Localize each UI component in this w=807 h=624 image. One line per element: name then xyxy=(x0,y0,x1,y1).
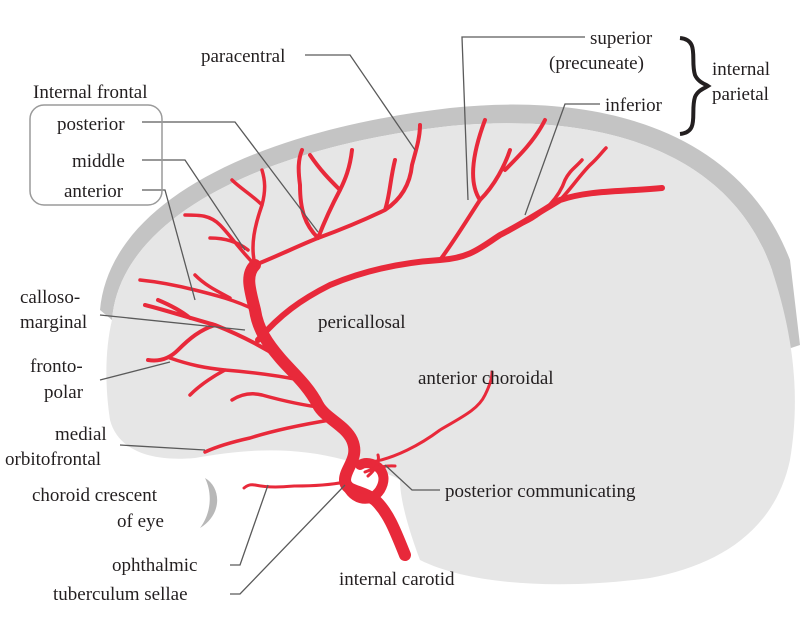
label-posterior: posterior xyxy=(57,114,125,135)
leader-middle xyxy=(142,159,246,251)
anterior-choroidal-branch xyxy=(370,370,494,464)
leader-tuberculum-sellae xyxy=(230,484,346,595)
carotid-siphon xyxy=(340,458,389,504)
internal-parietal-brace xyxy=(679,36,712,136)
label-paracentral: paracentral xyxy=(201,46,285,67)
posterior-communicating-branch xyxy=(363,453,397,478)
leader-frontopolar xyxy=(99,361,171,381)
leader-callosomarginal xyxy=(99,314,246,331)
brain-silhouette xyxy=(106,123,795,585)
label-internal-parietal-1: internal xyxy=(712,59,770,80)
leader-paracentral xyxy=(305,54,416,151)
label-internal-parietal-2: parietal xyxy=(712,84,769,105)
label-choroid-crescent-2: of eye xyxy=(117,511,164,532)
label-choroid-crescent-1: choroid crescent xyxy=(32,485,158,506)
label-frontopolar-2: polar xyxy=(44,382,84,403)
label-internal-carotid: internal carotid xyxy=(339,569,455,590)
leader-lines xyxy=(99,36,600,595)
pericallosal-artery xyxy=(255,185,665,343)
leader-inferior xyxy=(524,103,600,216)
leader-superior xyxy=(461,36,585,201)
label-posterior-communicating: posterior communicating xyxy=(445,481,636,502)
paracentral-branch xyxy=(253,123,422,267)
leader-ophthalmic xyxy=(230,484,269,566)
frontopolar-branch xyxy=(168,356,302,397)
artery-tree xyxy=(138,118,665,561)
leader-medial-orbitofrontal xyxy=(119,444,206,451)
label-internal-frontal: Internal frontal xyxy=(33,82,147,103)
label-medial-orbitofrontal-1: medial xyxy=(55,424,107,445)
label-precuneate: (precuneate) xyxy=(549,53,644,74)
label-ophthalmic: ophthalmic xyxy=(112,555,197,576)
inferior-parietal-branch xyxy=(518,146,608,227)
label-callosomarginal-1: calloso- xyxy=(20,287,80,308)
callosomarginal-branch xyxy=(143,298,282,363)
leader-posterior-communicating xyxy=(384,464,440,491)
choroid-crescent-shape xyxy=(200,478,218,528)
leader-posterior xyxy=(142,121,319,233)
label-anterior-choroidal: anterior choroidal xyxy=(418,368,554,389)
label-tuberculum-sellae: tuberculum sellae xyxy=(53,584,188,605)
label-inferior: inferior xyxy=(605,95,663,116)
precuneate-branch xyxy=(438,118,547,262)
label-anterior: anterior xyxy=(64,181,124,202)
label-superior: superior xyxy=(590,28,653,49)
internal-frontal-box xyxy=(29,104,163,206)
internal-frontal-branches xyxy=(138,168,267,312)
labels: paracentral superior (precuneate) intern… xyxy=(5,28,770,605)
label-middle: middle xyxy=(72,151,125,172)
medial-orbitofrontal-branch xyxy=(203,392,332,454)
ophthalmic-branch xyxy=(242,480,347,490)
label-callosomarginal-2: marginal xyxy=(20,312,87,333)
label-pericallosal: pericallosal xyxy=(318,312,406,333)
label-frontopolar-1: fronto- xyxy=(30,356,83,377)
label-medial-orbitofrontal-2: orbitofrontal xyxy=(5,449,101,470)
leader-anterior xyxy=(142,189,196,301)
